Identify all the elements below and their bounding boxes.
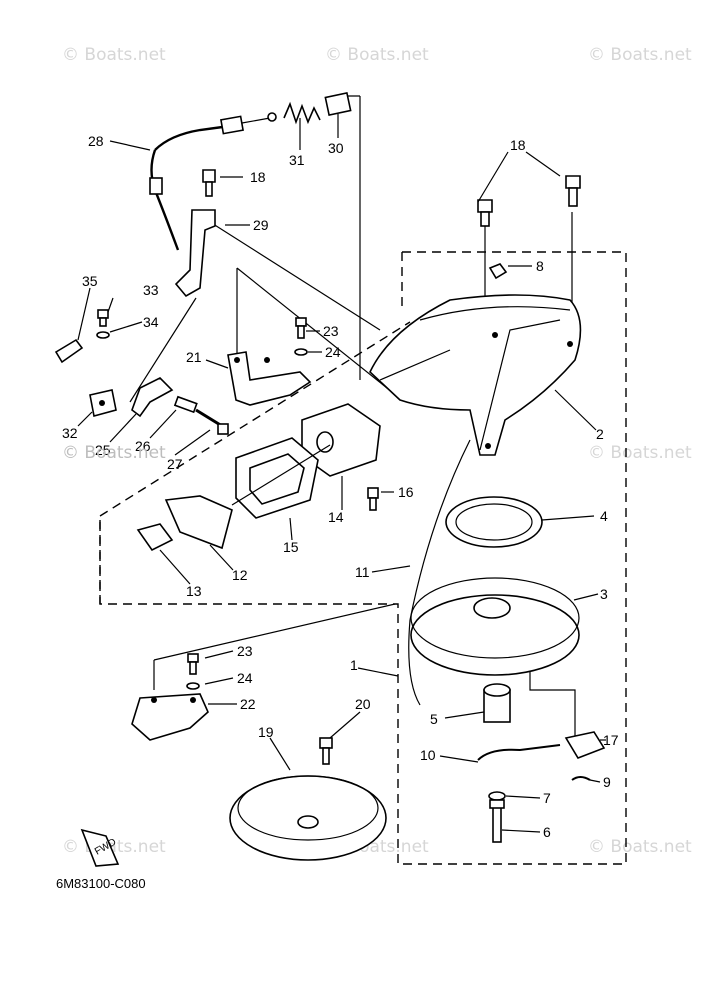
- callout-21: 21: [186, 349, 202, 365]
- callout-19: 19: [258, 724, 274, 740]
- callout-30: 30: [328, 140, 344, 156]
- callout-29: 29: [253, 217, 269, 233]
- bushing-5: [483, 683, 511, 723]
- washer-7: [488, 791, 506, 801]
- watermark: © Boats.net: [588, 443, 692, 463]
- callout-11: 11: [355, 564, 370, 580]
- callout-15: 15: [283, 539, 299, 555]
- callout-labels: 28 18 18 8 29 31 30 35 33 34 23 24 21 32…: [62, 133, 619, 840]
- callout-26: 26: [135, 438, 151, 454]
- lever-25: [131, 377, 174, 418]
- pawl-17: [564, 731, 606, 759]
- nut-8: [488, 263, 508, 280]
- callout-10: 10: [420, 747, 436, 763]
- bracket-29: [174, 209, 216, 298]
- spring-4: [445, 496, 543, 548]
- bolt-30: [324, 91, 352, 117]
- callout-18: 18: [510, 137, 526, 153]
- control-cable-28: [149, 112, 277, 251]
- bolt-16: [367, 487, 379, 511]
- spring-10: [477, 744, 561, 761]
- joint-32: [89, 389, 117, 417]
- callout-24: 24: [325, 344, 341, 360]
- screw-33: [97, 309, 109, 327]
- watermark: © Boats.net: [588, 837, 692, 857]
- callout-13: 13: [186, 583, 202, 599]
- assembly-boundary: [99, 251, 627, 865]
- plate-19: [229, 775, 387, 861]
- callout-20: 20: [355, 696, 371, 712]
- callout-17: 17: [603, 732, 619, 748]
- bracket-22: [131, 693, 209, 741]
- callout-5: 5: [430, 711, 438, 727]
- callout-4: 4: [600, 508, 608, 524]
- link-35: [54, 338, 84, 364]
- watermark-mid: © Boats.net: [62, 443, 166, 463]
- bolt-18: [202, 169, 581, 227]
- watermark: © Boats.net: [325, 45, 429, 65]
- reel-3: [410, 577, 580, 676]
- holder-13: [136, 523, 174, 552]
- handle-12: [164, 444, 331, 550]
- callout-16: 16: [398, 484, 414, 500]
- callout-lines: [77, 114, 606, 833]
- callout-8: 8: [536, 258, 544, 274]
- callout-7: 7: [543, 790, 551, 806]
- bolt-6: [489, 799, 505, 843]
- callout-12: 12: [232, 567, 248, 583]
- bolt-23: [187, 317, 307, 675]
- callout-22: 22: [240, 696, 256, 712]
- callout-18: 18: [250, 169, 266, 185]
- callout-1: 1: [350, 657, 358, 673]
- callout-33: 33: [143, 282, 159, 298]
- watermarks: © Boats.net © Boats.net © Boats.net © Bo…: [62, 45, 692, 857]
- callout-34: 34: [143, 314, 159, 330]
- callout-3: 3: [600, 586, 608, 602]
- callout-27: 27: [167, 456, 183, 472]
- callout-6: 6: [543, 824, 551, 840]
- bracket-21: [227, 351, 312, 406]
- callout-28: 28: [88, 133, 104, 149]
- spring-31: [283, 101, 321, 125]
- callout-24: 24: [237, 670, 253, 686]
- callout-23: 23: [237, 643, 253, 659]
- washer-24: [186, 348, 308, 690]
- callout-31: 31: [289, 152, 305, 168]
- callout-9: 9: [603, 774, 611, 790]
- bolt-20: [319, 737, 333, 765]
- callout-32: 32: [62, 425, 78, 441]
- callout-23: 23: [323, 323, 339, 339]
- diagram-code: 6M83100-C080: [56, 876, 146, 891]
- watermark: © Boats.net: [588, 45, 692, 65]
- leader-lines: [129, 95, 576, 740]
- callout-35: 35: [82, 273, 98, 289]
- washer-34: [96, 331, 110, 339]
- pin-26: [173, 395, 198, 414]
- callout-14: 14: [328, 509, 344, 525]
- fwd-arrow-icon: FWD: [80, 828, 120, 867]
- clip-9: [571, 776, 591, 781]
- bolt-27: [195, 408, 229, 435]
- starter-case-2: [369, 294, 582, 456]
- callout-25: 25: [95, 442, 111, 458]
- watermark: © Boats.net: [62, 45, 166, 65]
- callout-2: 2: [596, 426, 604, 442]
